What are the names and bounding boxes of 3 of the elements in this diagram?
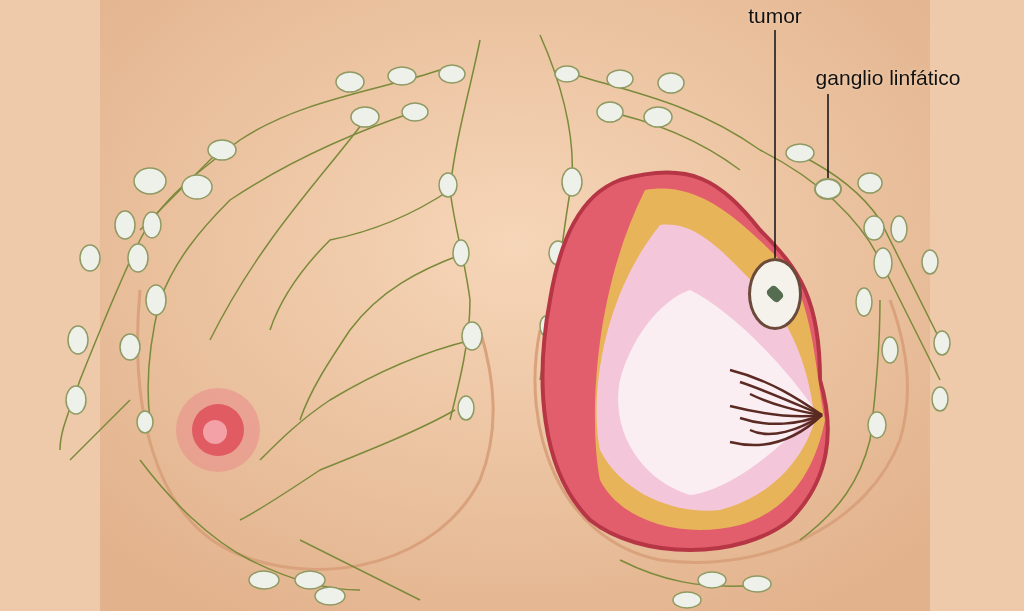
label-text: tumor — [738, 2, 812, 30]
leader-line — [827, 93, 829, 179]
label-text: ganglio linfático — [796, 64, 980, 94]
